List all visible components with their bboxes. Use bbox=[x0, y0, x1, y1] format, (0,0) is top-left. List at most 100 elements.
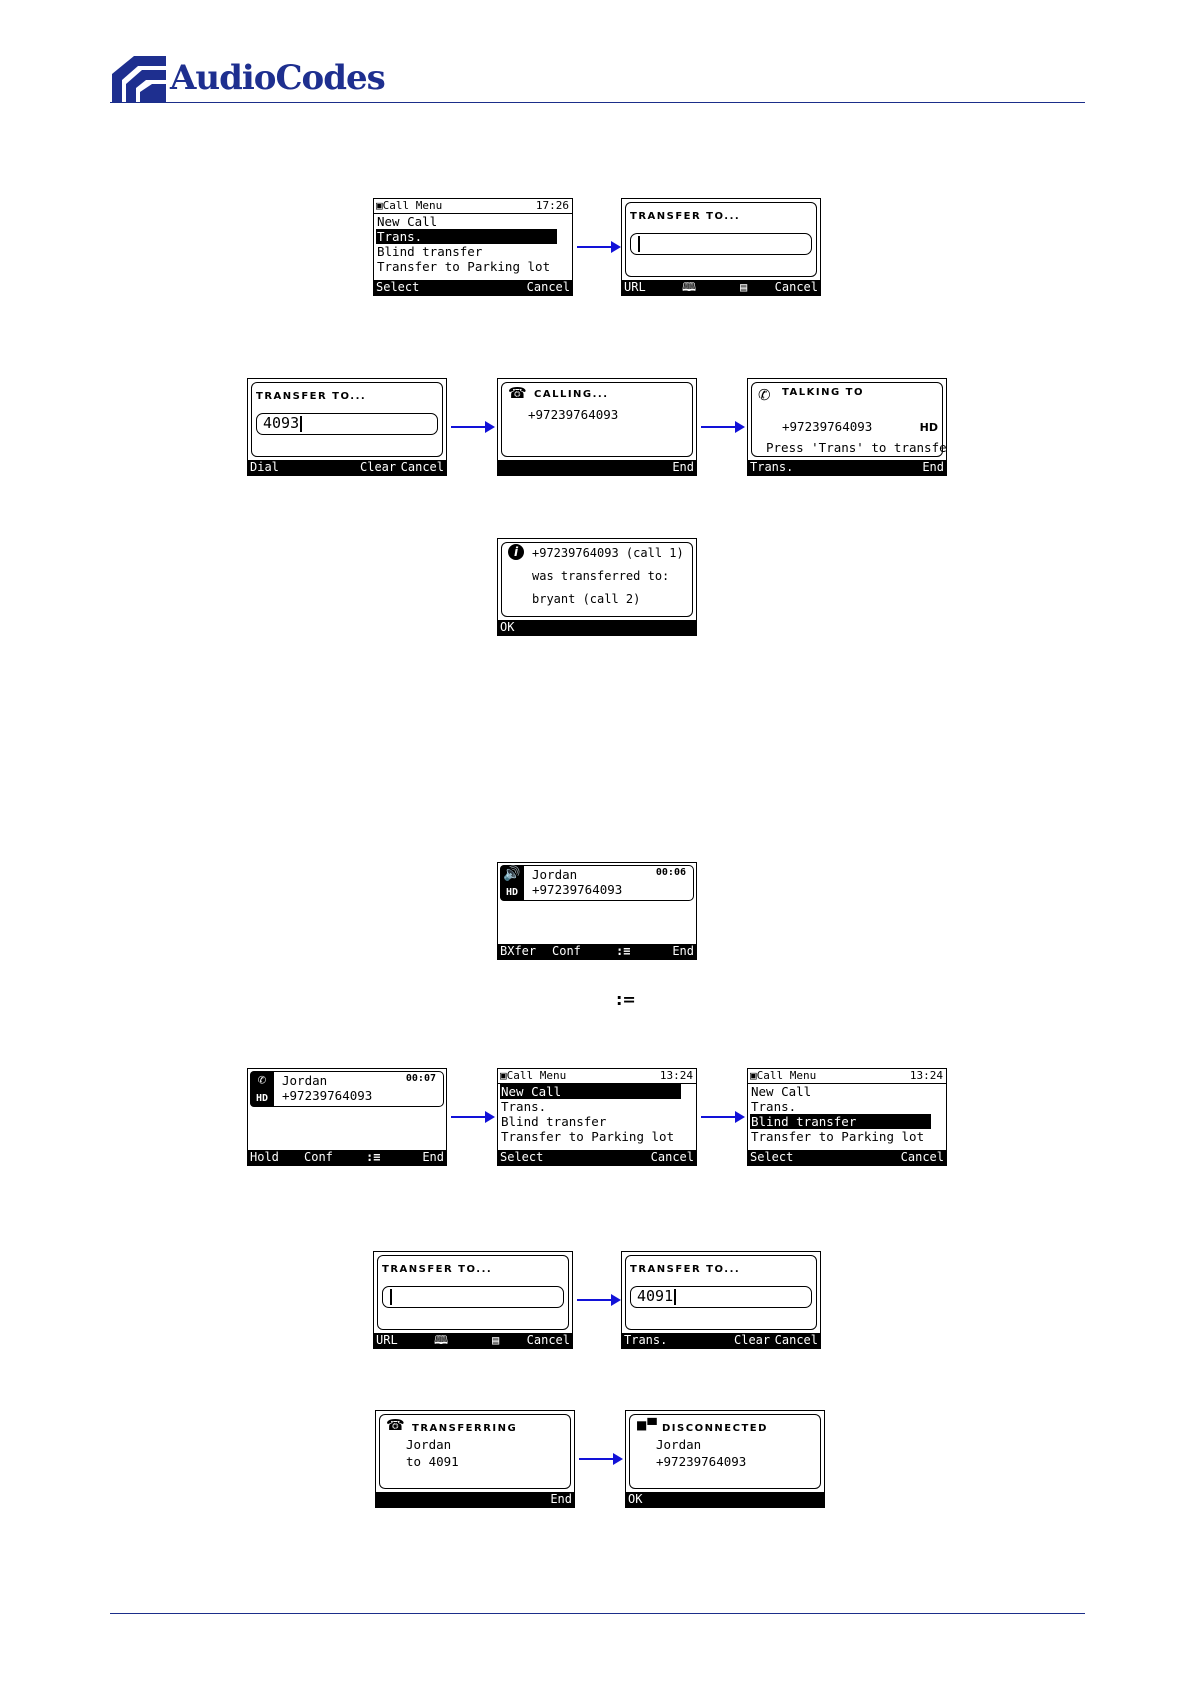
info-line-3: bryant (call 2) bbox=[532, 592, 641, 606]
transfer-number-input[interactable] bbox=[630, 233, 812, 255]
transfer-target: to 4091 bbox=[406, 1454, 459, 1469]
book-icon[interactable]: 🕮 bbox=[682, 280, 697, 294]
softkey-clear[interactable]: Clear bbox=[734, 1333, 771, 1347]
softkey-end[interactable]: End bbox=[550, 1492, 572, 1506]
softkey-bxfer[interactable]: BXfer bbox=[500, 944, 537, 958]
menu-list-icon[interactable]: :≡ bbox=[616, 944, 631, 958]
screen-frame bbox=[377, 1255, 569, 1330]
softkey-dial[interactable]: Dial bbox=[250, 460, 279, 474]
party-number: +97239764093 bbox=[656, 1454, 747, 1469]
softkey-end[interactable]: End bbox=[672, 944, 694, 958]
softkey-conf[interactable]: Conf bbox=[552, 944, 581, 958]
menu-item[interactable]: Blind transfer bbox=[501, 1114, 607, 1129]
menu-item[interactable]: Trans. bbox=[751, 1099, 797, 1114]
softkey-bar: BXfer Conf :≡ End bbox=[498, 944, 696, 959]
book-icon[interactable]: 🕮 bbox=[434, 1333, 449, 1347]
softkey-cancel[interactable]: Cancel bbox=[526, 1333, 570, 1347]
screen-frame bbox=[625, 1255, 817, 1330]
list-icon[interactable]: ▤ bbox=[740, 280, 748, 294]
flow-arrow bbox=[701, 421, 745, 433]
softkey-cancel[interactable]: Cancel bbox=[774, 1333, 818, 1347]
menu-item[interactable]: Blind transfer bbox=[377, 244, 483, 259]
screen-frame bbox=[501, 382, 693, 457]
menu-title: Call Menu bbox=[506, 1069, 567, 1082]
disconnected-icon: ■▀ bbox=[636, 1418, 657, 1432]
softkey-select[interactable]: Select bbox=[750, 1150, 794, 1164]
softkey-cancel[interactable]: Cancel bbox=[400, 460, 444, 474]
softkey-hold[interactable]: Hold bbox=[250, 1150, 279, 1164]
screen-title: CALLING... bbox=[534, 389, 609, 400]
softkey-end[interactable]: End bbox=[922, 460, 944, 474]
flow-arrow bbox=[577, 241, 621, 253]
screen-title: TRANSFER TO... bbox=[630, 1264, 741, 1275]
softkey-clear[interactable]: Clear bbox=[360, 460, 397, 474]
softkey-end[interactable]: End bbox=[422, 1150, 444, 1164]
text-cursor bbox=[674, 1288, 677, 1305]
list-icon[interactable]: ▤ bbox=[492, 1333, 500, 1347]
softkey-url[interactable]: URL bbox=[376, 1333, 398, 1347]
caller-number: +97239764093 bbox=[282, 1088, 373, 1103]
softkey-bar: Select Cancel bbox=[498, 1150, 696, 1165]
softkey-bar: OK bbox=[626, 1492, 824, 1507]
softkey-select[interactable]: Select bbox=[376, 280, 420, 294]
menu-item-selected[interactable]: New Call bbox=[500, 1084, 681, 1099]
menu-item[interactable]: Transfer to Parking lot bbox=[751, 1129, 925, 1144]
clock: 13:24 bbox=[659, 1069, 693, 1082]
menu-item-selected[interactable]: Blind transfer bbox=[750, 1114, 931, 1129]
softkey-bar: URL 🕮 ▤ Cancel bbox=[622, 280, 820, 295]
menu-list-icon[interactable]: :≡ bbox=[366, 1150, 381, 1164]
phone-screen-calling: ☎ CALLING... +97239764093 End bbox=[497, 378, 697, 476]
menu-item[interactable]: Transfer to Parking lot bbox=[501, 1129, 675, 1144]
phone-screen-call-menu-2: ▣Call Menu 13:24 New Call Trans. Blind t… bbox=[497, 1068, 697, 1166]
text-cursor bbox=[300, 415, 303, 432]
softkey-bar: Trans. End bbox=[748, 460, 946, 475]
softkey-cancel[interactable]: Cancel bbox=[650, 1150, 694, 1164]
menu-title: Call Menu bbox=[382, 199, 443, 212]
softkey-ok[interactable]: OK bbox=[500, 620, 515, 634]
phone-screen-call-menu: ▣Call Menu 17:26 New Call Trans. Blind t… bbox=[373, 198, 573, 296]
softkey-cancel[interactable]: Cancel bbox=[774, 280, 818, 294]
softkey-end[interactable]: End bbox=[672, 460, 694, 474]
screen-title: TRANSFER TO... bbox=[382, 1264, 493, 1275]
softkey-cancel[interactable]: Cancel bbox=[900, 1150, 944, 1164]
softkey-url[interactable]: URL bbox=[624, 280, 646, 294]
dialed-number: +97239764093 bbox=[528, 407, 619, 422]
softkey-ok[interactable]: OK bbox=[628, 1492, 643, 1506]
phone-screen-call-menu-3: ▣Call Menu 13:24 New Call Trans. Blind t… bbox=[747, 1068, 947, 1166]
phone-screen-active-call-2: ✆HD Jordan 00:07 +97239764093 Hold Conf … bbox=[247, 1068, 447, 1166]
transfer-number-input[interactable] bbox=[382, 1286, 564, 1308]
softkey-conf[interactable]: Conf bbox=[304, 1150, 333, 1164]
screen-header: ▣Call Menu 13:24 bbox=[748, 1069, 946, 1084]
softkey-bar: Select Cancel bbox=[748, 1150, 946, 1165]
clock: 13:24 bbox=[909, 1069, 943, 1082]
input-value: 4093 bbox=[263, 414, 300, 432]
transfer-party: Jordan bbox=[406, 1437, 452, 1452]
menu-item[interactable]: Transfer to Parking lot bbox=[377, 259, 551, 274]
flow-arrow bbox=[701, 1111, 745, 1123]
info-line-2: was transferred to: bbox=[532, 569, 670, 583]
remote-number: +97239764093 bbox=[782, 419, 873, 434]
softkey-select[interactable]: Select bbox=[500, 1150, 544, 1164]
menu-item[interactable]: Trans. bbox=[501, 1099, 547, 1114]
call-timer: 00:07 bbox=[405, 1073, 436, 1084]
flow-arrow bbox=[451, 421, 495, 433]
screen-frame bbox=[501, 542, 693, 617]
footer-rule bbox=[110, 1613, 1085, 1614]
transfer-number-input[interactable]: 4093 bbox=[256, 413, 438, 435]
softkey-bar: End bbox=[376, 1492, 574, 1507]
call-transfer-icon: ☎ bbox=[386, 1416, 405, 1434]
softkey-trans[interactable]: Trans. bbox=[750, 460, 794, 474]
softkey-trans[interactable]: Trans. bbox=[624, 1333, 668, 1347]
call-timer: 00:06 bbox=[655, 867, 686, 878]
menu-item[interactable]: New Call bbox=[377, 214, 438, 229]
screen-title: TRANSFER TO... bbox=[630, 211, 741, 222]
softkey-cancel[interactable]: Cancel bbox=[526, 280, 570, 294]
menu-item-selected[interactable]: Trans. bbox=[376, 229, 557, 244]
screen-header: ▣Call Menu 13:24 bbox=[498, 1069, 696, 1084]
phone-handset-icon: ✆ bbox=[758, 386, 771, 404]
handset-hd-icon: ✆HD bbox=[250, 1071, 274, 1107]
caller-name: Jordan bbox=[532, 867, 578, 882]
menu-item[interactable]: New Call bbox=[751, 1084, 812, 1099]
softkey-bar: End bbox=[498, 460, 696, 475]
transfer-number-input[interactable]: 4091 bbox=[630, 1286, 812, 1308]
